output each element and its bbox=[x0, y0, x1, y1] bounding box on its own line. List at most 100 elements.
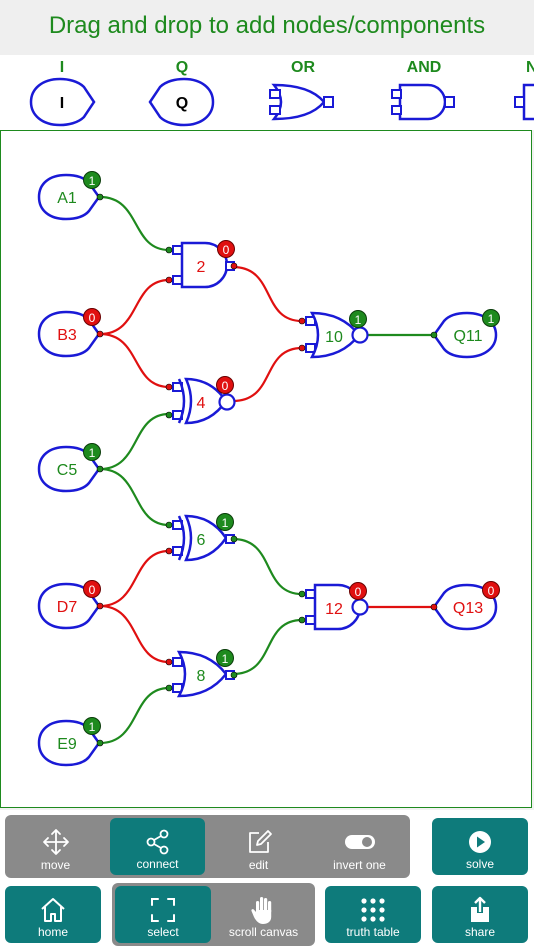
wire-a1-gate2 bbox=[99, 195, 170, 252]
move-button[interactable]: move bbox=[8, 818, 103, 876]
header: Drag and drop to add nodes/components bbox=[0, 0, 534, 55]
palette-symbol-output: Q bbox=[176, 95, 188, 112]
value-badge: 0 bbox=[89, 583, 96, 597]
wire-c5-gate6 bbox=[99, 467, 170, 527]
home-label: home bbox=[37, 925, 69, 939]
value-badge: 0 bbox=[355, 585, 362, 599]
move-label: move bbox=[40, 858, 71, 872]
grid-icon bbox=[325, 896, 421, 924]
solve-label: solve bbox=[465, 857, 494, 871]
toolbar: move connect edit invert one bbox=[0, 810, 534, 950]
share-button[interactable]: share bbox=[432, 886, 528, 943]
palette-not-gate[interactable]: N bbox=[514, 59, 534, 121]
tool-mode-group bbox=[5, 815, 410, 878]
palette-label-output: Q bbox=[176, 59, 188, 76]
input-node-c5[interactable]: C5 1 bbox=[37, 443, 104, 493]
gate-6-xor[interactable]: 6 1 bbox=[165, 513, 238, 562]
input-node-d7[interactable]: D7 0 bbox=[37, 580, 104, 630]
wire-d7-gate8 bbox=[99, 604, 170, 664]
value-badge: 0 bbox=[488, 584, 495, 598]
gate-10-nor[interactable]: 10 1 bbox=[298, 310, 369, 359]
wires bbox=[99, 195, 434, 745]
palette-output-node[interactable]: Q Q bbox=[148, 59, 215, 127]
palette-label-input: I bbox=[60, 59, 64, 76]
palette-symbol-input: I bbox=[60, 95, 64, 112]
wire-gate2-gate10 bbox=[232, 265, 303, 323]
output-node-label: Q13 bbox=[453, 600, 483, 617]
input-node-e9[interactable]: E9 1 bbox=[37, 717, 104, 767]
value-badge: 1 bbox=[222, 516, 229, 530]
value-badge: 1 bbox=[222, 652, 229, 666]
hand-icon bbox=[215, 896, 312, 924]
palette-label-not: N bbox=[526, 59, 534, 76]
solve-button[interactable]: solve bbox=[432, 818, 528, 875]
share-label: share bbox=[464, 925, 496, 939]
gate-id: 6 bbox=[197, 532, 206, 549]
input-node-a1[interactable]: A1 1 bbox=[37, 171, 104, 221]
play-icon bbox=[432, 828, 528, 856]
value-badge: 1 bbox=[355, 313, 362, 327]
toggle-icon bbox=[312, 828, 407, 856]
truth-table-button[interactable]: truth table bbox=[325, 886, 421, 943]
wire-gate8-gate12 bbox=[232, 618, 303, 676]
scroll-canvas-button[interactable]: scroll canvas bbox=[215, 886, 312, 943]
gate-id: 2 bbox=[197, 259, 206, 276]
select-label: select bbox=[147, 925, 179, 939]
share-icon bbox=[432, 896, 528, 924]
home-button[interactable]: home bbox=[5, 886, 101, 943]
select-button[interactable]: select bbox=[115, 886, 211, 943]
value-badge: 1 bbox=[89, 720, 96, 734]
wire-d7-gate6 bbox=[99, 549, 170, 608]
connect-button[interactable]: connect bbox=[110, 818, 205, 875]
edit-label: edit bbox=[248, 858, 269, 872]
wire-gate6-gate12 bbox=[232, 537, 303, 596]
gate-12-nand[interactable]: 12 0 bbox=[298, 582, 369, 631]
gate-id: 4 bbox=[197, 395, 206, 412]
header-title: Drag and drop to add nodes/components bbox=[48, 12, 486, 39]
wire-gate4-gate10 bbox=[232, 346, 303, 403]
input-node-label: B3 bbox=[57, 327, 77, 344]
value-badge: 0 bbox=[223, 243, 230, 257]
palette-and-gate[interactable]: AND bbox=[391, 59, 455, 121]
gate-4-xnor[interactable]: 4 0 bbox=[165, 376, 236, 425]
output-node-q13[interactable]: Q13 0 bbox=[430, 581, 500, 631]
palette-or-gate[interactable]: OR bbox=[269, 59, 334, 121]
invert-one-button[interactable]: invert one bbox=[312, 818, 407, 876]
gate-2-and[interactable]: 2 0 bbox=[165, 240, 238, 289]
wire-b3-gate4 bbox=[99, 332, 170, 389]
value-badge: 1 bbox=[488, 312, 495, 326]
input-node-label: D7 bbox=[57, 599, 78, 616]
value-badge: 1 bbox=[89, 174, 96, 188]
home-icon bbox=[5, 896, 101, 924]
connect-icon bbox=[110, 828, 205, 856]
invert-one-label: invert one bbox=[333, 858, 386, 872]
move-icon bbox=[8, 828, 103, 856]
palette-input-node[interactable]: I I bbox=[29, 59, 96, 127]
wire-c5-gate4 bbox=[99, 412, 170, 471]
output-node-q11[interactable]: Q11 1 bbox=[430, 309, 500, 359]
circuit-svg[interactable]: A1 1 B3 0 C5 1 D7 0 E9 bbox=[1, 131, 531, 807]
input-node-b3[interactable]: B3 0 bbox=[37, 308, 104, 358]
gate-id: 10 bbox=[325, 329, 343, 346]
wire-e9-gate8 bbox=[99, 686, 170, 745]
wire-b3-gate2 bbox=[99, 278, 170, 336]
value-badge: 0 bbox=[89, 311, 96, 325]
gate-id: 8 bbox=[197, 668, 206, 685]
connect-label: connect bbox=[136, 857, 179, 871]
output-node-label: Q11 bbox=[453, 328, 482, 345]
value-badge: 1 bbox=[89, 446, 96, 460]
truth-table-label: truth table bbox=[346, 925, 400, 939]
component-palette: I I Q Q OR AND N bbox=[0, 55, 534, 130]
circuit-canvas[interactable]: A1 1 B3 0 C5 1 D7 0 E9 bbox=[0, 130, 532, 808]
input-node-label: C5 bbox=[57, 462, 78, 479]
value-badge: 0 bbox=[222, 379, 229, 393]
select-icon bbox=[115, 896, 211, 924]
palette-label-or: OR bbox=[291, 59, 315, 76]
input-node-label: A1 bbox=[57, 190, 77, 207]
edit-button[interactable]: edit bbox=[211, 818, 306, 876]
edit-icon bbox=[211, 828, 306, 856]
palette-label-and: AND bbox=[407, 59, 442, 76]
gate-id: 12 bbox=[325, 601, 343, 618]
input-node-label: E9 bbox=[57, 736, 77, 753]
gate-8-or[interactable]: 8 1 bbox=[165, 649, 238, 698]
